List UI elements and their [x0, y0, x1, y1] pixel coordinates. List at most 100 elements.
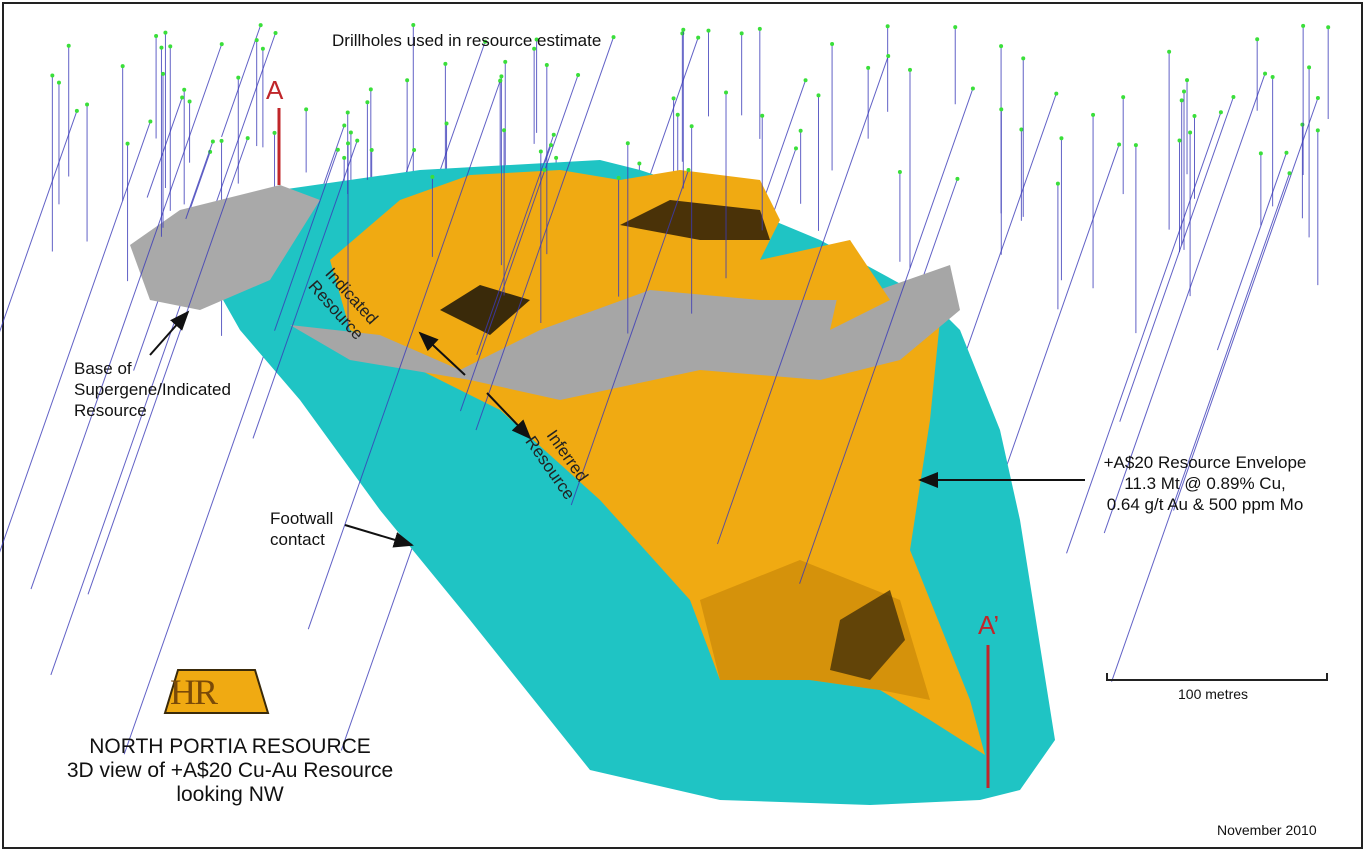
- logo-text: HR: [170, 672, 218, 712]
- drillhole-collar: [625, 141, 630, 146]
- drillhole-collar: [159, 45, 164, 50]
- drillhole-trace: [252, 140, 358, 439]
- drillhole-collar: [1287, 171, 1292, 176]
- drillhole-trace: [1066, 112, 1222, 554]
- drillhole-collar: [411, 23, 416, 28]
- drillholes-front: [30, 23, 1331, 682]
- drillhole-collar: [125, 141, 130, 146]
- drillhole-collar: [369, 148, 374, 153]
- drillhole-collar: [1326, 25, 1331, 30]
- drillhole-collar: [532, 46, 537, 51]
- drillhole-collar: [1019, 127, 1024, 132]
- drillhole-collar: [444, 121, 449, 126]
- drillhole-trace: [185, 141, 214, 220]
- drillhole-collar: [953, 25, 958, 30]
- drillhole-trace: [716, 55, 889, 545]
- drillhole-trace: [1173, 97, 1319, 511]
- drillhole-collar: [1182, 89, 1187, 94]
- drillhole-collar: [342, 155, 347, 160]
- drillhole-collar: [1091, 112, 1096, 117]
- drillhole-collar: [335, 147, 340, 152]
- drillhole-trace: [475, 36, 615, 431]
- drillhole-collar: [538, 149, 543, 154]
- drillhole-collar: [348, 130, 353, 135]
- drillhole-collar: [56, 80, 61, 85]
- drillhole-collar: [616, 175, 621, 180]
- drillhole-collar: [1258, 151, 1263, 156]
- drillhole-collar: [1300, 122, 1305, 127]
- drillhole-collar: [1177, 138, 1182, 143]
- drillhole-collar: [342, 123, 347, 128]
- drillhole-collar: [498, 78, 503, 83]
- drillhole-trace: [764, 80, 807, 196]
- drillhole-collar: [355, 138, 360, 143]
- drillhole-collar: [897, 170, 902, 175]
- drillhole-collar: [689, 124, 694, 129]
- supergene-base-surface: [290, 265, 960, 400]
- drillhole-collar: [272, 130, 277, 135]
- drillhole-collar: [1192, 113, 1197, 118]
- drillhole-collar: [180, 95, 185, 100]
- drillhole-collar: [160, 71, 165, 76]
- drillhole-collar: [430, 174, 435, 179]
- drillhole-trace: [221, 24, 262, 138]
- scale-bar-label: 100 metres: [1178, 686, 1249, 702]
- drillhole-collar: [739, 31, 744, 36]
- drillhole-collar: [412, 148, 417, 153]
- drillhole-collar: [760, 113, 765, 118]
- drillhole-collar: [955, 176, 960, 181]
- drillhole-collar: [816, 93, 821, 98]
- drillhole-collar: [187, 99, 192, 104]
- drillhole-trace: [799, 88, 974, 584]
- drillhole-collar: [999, 107, 1004, 112]
- drillhole-collar: [443, 61, 448, 66]
- drillhole-collar: [365, 100, 370, 105]
- drillhole-collar: [182, 87, 187, 92]
- drillhole-collar: [273, 31, 278, 36]
- drillhole-collar: [503, 59, 508, 64]
- drillhole-collar: [1117, 142, 1122, 147]
- drillhole-collar: [554, 155, 559, 160]
- drillhole-collar: [245, 136, 250, 141]
- drillhole-collar: [1055, 181, 1060, 186]
- section-label-a: A: [266, 75, 284, 105]
- drillhole-collar: [219, 138, 224, 143]
- drillhole-collar: [544, 62, 549, 67]
- drillhole-collar: [686, 168, 691, 173]
- drillhole-collar: [549, 143, 554, 148]
- drillhole-collar: [1218, 110, 1223, 115]
- drillhole-collar: [1188, 130, 1193, 135]
- date-label: November 2010: [1217, 822, 1317, 838]
- drillhole-collar: [885, 24, 890, 29]
- drillhole-collar: [611, 35, 616, 40]
- drillhole-collar: [260, 46, 265, 51]
- drillhole-collar: [793, 146, 798, 151]
- drillhole-collar: [1284, 150, 1289, 155]
- drillhole-trace: [146, 97, 183, 198]
- drillhole-collar: [803, 78, 808, 83]
- drillhole-collar: [154, 33, 159, 38]
- drillhole-collar: [254, 38, 259, 43]
- drillhole-collar: [1121, 95, 1126, 100]
- drillhole-collar: [1255, 37, 1260, 42]
- drillhole-trace: [0, 121, 151, 553]
- drillhole-collar: [85, 102, 90, 107]
- drillhole-collar: [798, 128, 803, 133]
- drillhole-collar: [681, 27, 686, 32]
- drillhole-collar: [675, 112, 680, 117]
- drillhole-collar: [219, 42, 224, 47]
- drillhole-collar: [148, 119, 153, 124]
- drillhole-collar: [696, 35, 701, 40]
- drillhole-collar: [757, 26, 762, 31]
- scale-bar: [1106, 673, 1328, 681]
- drillhole-collar: [1315, 96, 1320, 101]
- drillhole-collar: [534, 37, 539, 42]
- drillhole-trace: [1119, 96, 1234, 422]
- hr-logo: [163, 669, 270, 714]
- drillhole-collar: [1263, 71, 1268, 76]
- drillhole-collar: [1270, 74, 1275, 79]
- drillhole-collar: [210, 139, 215, 144]
